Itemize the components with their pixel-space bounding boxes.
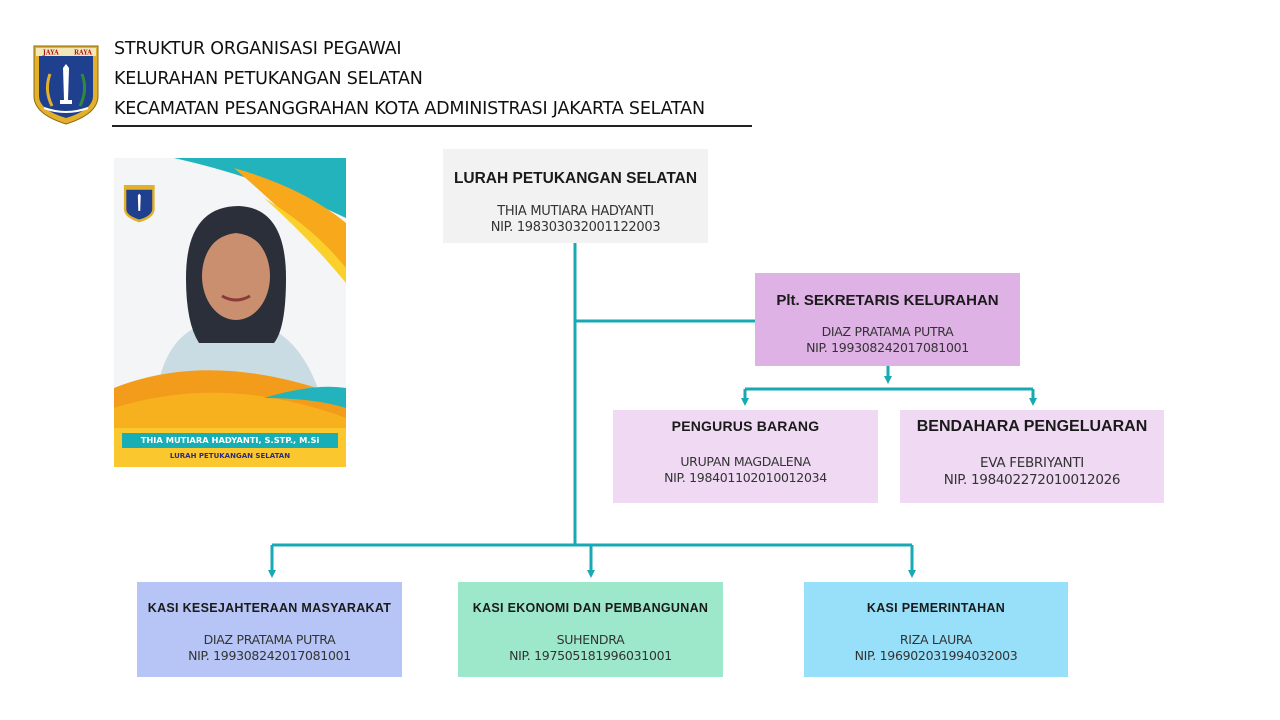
bendahara-box: BENDAHARA PENGELUARAN EVA FEBRIYANTI NIP…	[900, 410, 1164, 503]
kasi-ekobang-nip: NIP. 197505181996031001	[509, 648, 672, 663]
title-underline	[112, 125, 752, 127]
bendahara-nip: NIP. 198402272010012026	[943, 472, 1121, 488]
kasi-pemerintahan-nip: NIP. 196902031994032003	[854, 648, 1018, 663]
pengurus-barang-name: URUPAN MAGDALENA	[680, 454, 811, 469]
lurah-name: THIA MUTIARA HADYANTI	[497, 204, 654, 219]
kasi-kesra-nip: NIP. 199308242017081001	[188, 648, 351, 663]
lurah-photo-card: THIA MUTIARA HADYANTI, S.STP., M.Si LURA…	[114, 158, 346, 467]
title-line-3: KECAMATAN PESANGGRAHAN KOTA ADMINISTRASI…	[114, 99, 705, 119]
pengurus-barang-nip: NIP. 198401102010012034	[664, 470, 827, 485]
kasi-pemerintahan-box: KASI PEMERINTAHAN RIZA LAURA NIP. 196902…	[804, 582, 1068, 677]
kasi-kesra-name: DIAZ PRATAMA PUTRA	[203, 632, 336, 647]
sekretaris-box: Plt. SEKRETARIS KELURAHAN DIAZ PRATAMA P…	[755, 273, 1020, 366]
title-line-2: KELURAHAN PETUKANGAN SELATAN	[114, 69, 423, 89]
kasi-ekobang-title: KASI EKONOMI DAN PEMBANGUNAN	[472, 601, 709, 615]
kasi-pemerintahan-title: KASI PEMERINTAHAN	[866, 601, 1006, 615]
bendahara-title: BENDAHARA PENGELUARAN	[916, 418, 1148, 435]
kasi-kesra-box: KASI KESEJAHTERAAN MASYARAKAT DIAZ PRATA…	[137, 582, 402, 677]
pengurus-barang-title: PENGURUS BARANG	[671, 418, 820, 434]
photo-role-label: LURAH PETUKANGAN SELATAN	[169, 452, 291, 460]
lurah-nip: NIP. 198303032001122003	[490, 220, 661, 235]
kasi-ekobang-name: SUHENDRA	[556, 632, 625, 647]
pengurus-barang-box: PENGURUS BARANG URUPAN MAGDALENA NIP. 19…	[613, 410, 878, 503]
sekretaris-nip: NIP. 199308242017081001	[806, 340, 969, 355]
bendahara-name: EVA FEBRIYANTI	[980, 455, 1084, 471]
page-title: STRUKTUR ORGANISASI PEGAWAI KELURAHAN PE…	[114, 38, 754, 128]
sekretaris-name: DIAZ PRATAMA PUTRA	[821, 324, 954, 339]
jakarta-emblem-icon: JAYA RAYA	[33, 45, 99, 125]
svg-text:RAYA: RAYA	[74, 50, 92, 57]
title-line-1: STRUKTUR ORGANISASI PEGAWAI	[114, 39, 402, 59]
kasi-pemerintahan-name: RIZA LAURA	[899, 632, 973, 647]
kasi-kesra-title: KASI KESEJAHTERAAN MASYARAKAT	[147, 601, 392, 615]
lurah-title: LURAH PETUKANGAN SELATAN	[453, 170, 698, 187]
lurah-box: LURAH PETUKANGAN SELATAN THIA MUTIARA HA…	[443, 149, 708, 243]
photo-name-banner: THIA MUTIARA HADYANTI, S.STP., M.Si	[122, 433, 338, 448]
kasi-ekobang-box: KASI EKONOMI DAN PEMBANGUNAN SUHENDRA NI…	[458, 582, 723, 677]
sekretaris-title: Plt. SEKRETARIS KELURAHAN	[776, 292, 999, 309]
svg-text:JAYA: JAYA	[42, 50, 59, 57]
